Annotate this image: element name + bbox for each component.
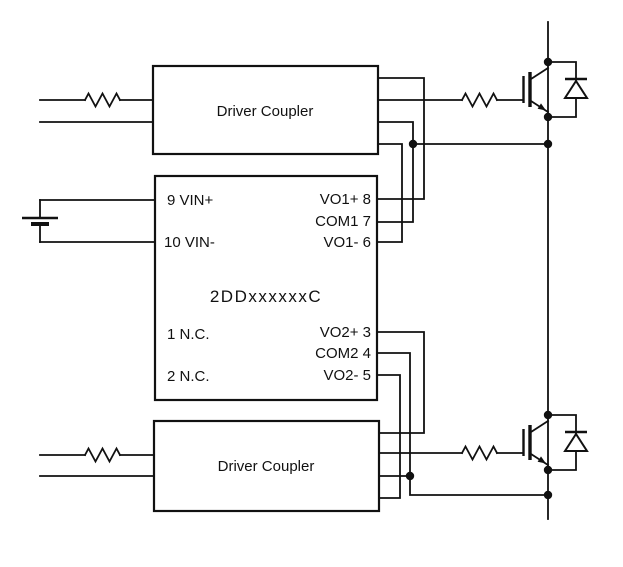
wire-vo2-minus: [376, 374, 401, 499]
bottom-driver-coupler-box: [152, 419, 381, 513]
ic-pin-com1: COM1 7: [315, 213, 371, 230]
top-driver-coupler: Driver Coupler: [151, 64, 380, 156]
igbt-emitter-arrow: [537, 456, 546, 464]
dcdc-converter-ic: 9 VIN+ 10 VIN- 2DDxxxxxxC 1 N.C. 2 N.C. …: [153, 174, 379, 402]
wire-vo1-plus: [376, 77, 425, 200]
battery-icon: [22, 199, 58, 243]
ic-pin-vo2-plus: VO2+ 3: [320, 324, 371, 341]
igbt-emitter-arrow: [537, 103, 546, 111]
junction-dot: [543, 410, 553, 420]
resistor-icon: [83, 446, 122, 464]
junction-dot: [405, 471, 415, 481]
diode-bottom-icon: [543, 410, 589, 475]
ic-pin-nc1: 1 N.C.: [167, 326, 210, 343]
wire-vo2-plus: [376, 331, 425, 434]
junction-dot: [543, 112, 553, 122]
wire-com1: [376, 121, 414, 223]
ic-pin-vo1-plus: VO1+ 8: [320, 191, 371, 208]
top-driver-coupler-box: [151, 64, 380, 156]
top-routing-wires: [376, 77, 553, 243]
ic-pin-vin-plus: 9 VIN+: [167, 192, 214, 209]
igbt-top-icon: [522, 66, 550, 114]
resistor-icon: [460, 444, 499, 462]
junction-dot: [408, 139, 418, 149]
top-driver-coupler-label: Driver Coupler: [217, 103, 314, 120]
wire-vo1-minus: [376, 143, 403, 243]
ic-pin-vo2-minus: VO2- 5: [323, 367, 371, 384]
igbt-collector-lead: [529, 419, 550, 434]
ic-pin-com2: COM2 4: [315, 345, 371, 362]
ic-pin-vo1-minus: VO1- 6: [323, 234, 371, 251]
junction-dot: [543, 465, 553, 475]
bottom-routing-wires: [376, 331, 553, 500]
ic-pin-nc2: 2 N.C.: [167, 368, 210, 385]
resistor-icon: [460, 91, 499, 109]
resistor-icon: [83, 91, 122, 109]
bottom-driver-coupler-label: Driver Coupler: [218, 458, 315, 475]
igbt-bottom-icon: [522, 419, 550, 467]
diode-top-icon: [543, 57, 589, 122]
diode-triangle: [563, 79, 589, 99]
diode-triangle: [563, 432, 589, 452]
wire-com2: [376, 352, 549, 496]
ic-pin-vin-minus: 10 VIN-: [164, 234, 215, 251]
ic-part-number: 2DDxxxxxxC: [210, 287, 322, 306]
bottom-driver-coupler: Driver Coupler: [152, 419, 524, 513]
bottom-input-wires: [39, 446, 155, 477]
top-input-wires: [39, 91, 154, 123]
junction-dot: [543, 57, 553, 67]
ic-box: [153, 174, 379, 402]
igbt-collector-lead: [529, 66, 550, 81]
